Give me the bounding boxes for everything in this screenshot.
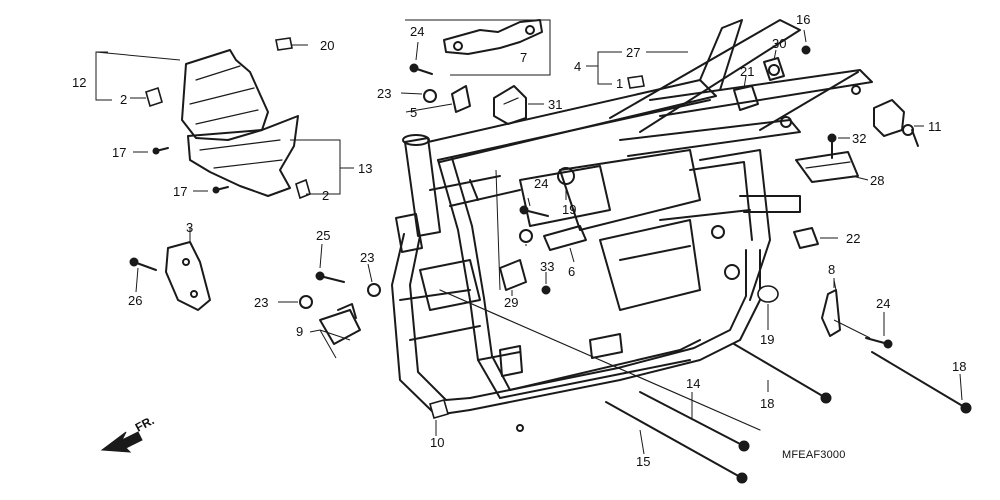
bolt-16 xyxy=(801,45,811,55)
bolt-33 xyxy=(541,285,551,295)
callout-label: 1 xyxy=(616,76,623,91)
callout-label: 14 xyxy=(686,376,700,391)
callout-label: 17 xyxy=(112,145,126,160)
leader-lines xyxy=(95,29,963,455)
bolt-24-top xyxy=(409,63,433,75)
nut-23-left-b xyxy=(299,295,313,309)
callout-label: 31 xyxy=(548,97,562,112)
nut-23-mid xyxy=(519,229,533,243)
collar-10 xyxy=(429,399,449,419)
bracket-29 xyxy=(499,259,527,291)
bracket-7 xyxy=(405,19,551,76)
nut-23-top xyxy=(423,89,437,103)
front-marker-label: FR. xyxy=(133,413,157,434)
bolt-15 xyxy=(605,401,748,484)
bracket-9 xyxy=(309,303,361,359)
callout-label: 20 xyxy=(320,38,334,53)
callout-label: 4 xyxy=(574,59,581,74)
callout-label: 12 xyxy=(72,75,86,90)
callout-label: 21 xyxy=(740,64,754,79)
callout-label: 13 xyxy=(358,161,372,176)
bolt-26 xyxy=(129,257,157,271)
callout-label: 25 xyxy=(316,228,330,243)
callout-labels: 24 20 7 27 16 30 12 2 4 1 21 23 5 31 11 … xyxy=(72,12,966,469)
grommet-2-top xyxy=(145,86,163,108)
callout-label: 30 xyxy=(772,36,786,51)
bolt-25 xyxy=(315,271,345,283)
callout-label: 10 xyxy=(430,435,444,450)
callout-label: 18 xyxy=(952,359,966,374)
callout-label: 11 xyxy=(928,119,942,134)
callout-label: 19 xyxy=(760,332,774,347)
clip-22 xyxy=(793,227,819,249)
callout-label: 22 xyxy=(846,231,860,246)
callout-label: 24 xyxy=(534,176,548,191)
callout-label: 9 xyxy=(296,324,303,339)
bracket-28 xyxy=(795,151,859,183)
bolt-24-right xyxy=(865,337,893,349)
bolt-17-lower xyxy=(212,186,229,194)
side-cover xyxy=(181,49,269,141)
callout-label: 23 xyxy=(377,86,391,101)
nut-23-left-a xyxy=(367,283,381,297)
seat-lock-11 xyxy=(873,99,919,147)
clip-31 xyxy=(493,85,527,125)
callout-label: 3 xyxy=(186,220,193,235)
grommet-2-bottom xyxy=(295,178,311,200)
clip-30 xyxy=(763,57,785,81)
rubber-block-20 xyxy=(275,37,293,51)
bracket-3 xyxy=(165,241,211,311)
callout-label: 17 xyxy=(173,184,187,199)
lower-cover xyxy=(187,115,299,197)
clamp-21 xyxy=(733,85,759,111)
cap-19-right xyxy=(757,285,779,303)
bolt-17-upper xyxy=(152,147,169,155)
cap-19-top xyxy=(557,167,575,185)
callout-label: 7 xyxy=(520,50,527,65)
bolt-24-mid xyxy=(519,205,549,217)
callout-label: 8 xyxy=(828,262,835,277)
callout-label: 23 xyxy=(360,250,374,265)
callout-label: 32 xyxy=(852,131,866,146)
bolt-18-middle xyxy=(733,343,832,404)
callout-label: 18 xyxy=(760,396,774,411)
callout-label: 2 xyxy=(120,92,127,107)
callout-label: 19 xyxy=(562,202,576,217)
collar-1 xyxy=(627,75,645,89)
front-marker: FR. xyxy=(100,413,157,453)
callout-label: 2 xyxy=(322,188,329,203)
diagram-code: MFEAF3000 xyxy=(782,449,846,461)
callout-label: 15 xyxy=(636,454,650,469)
callout-label: 33 xyxy=(540,259,554,274)
callout-label: 24 xyxy=(410,24,424,39)
bolt-18-right xyxy=(871,351,972,414)
callout-label: 5 xyxy=(410,105,417,120)
callout-label: 24 xyxy=(876,296,890,311)
callout-label: 16 xyxy=(796,12,810,27)
bracket-6 xyxy=(543,225,587,251)
bracket-8 xyxy=(821,279,871,339)
bracket-5 xyxy=(451,85,471,113)
callout-label: 26 xyxy=(128,293,142,308)
callout-label: 28 xyxy=(870,173,884,188)
callout-label: 23 xyxy=(254,295,268,310)
callout-label: 29 xyxy=(504,295,518,310)
callout-label: 27 xyxy=(626,45,640,60)
callout-label: 6 xyxy=(568,264,575,279)
